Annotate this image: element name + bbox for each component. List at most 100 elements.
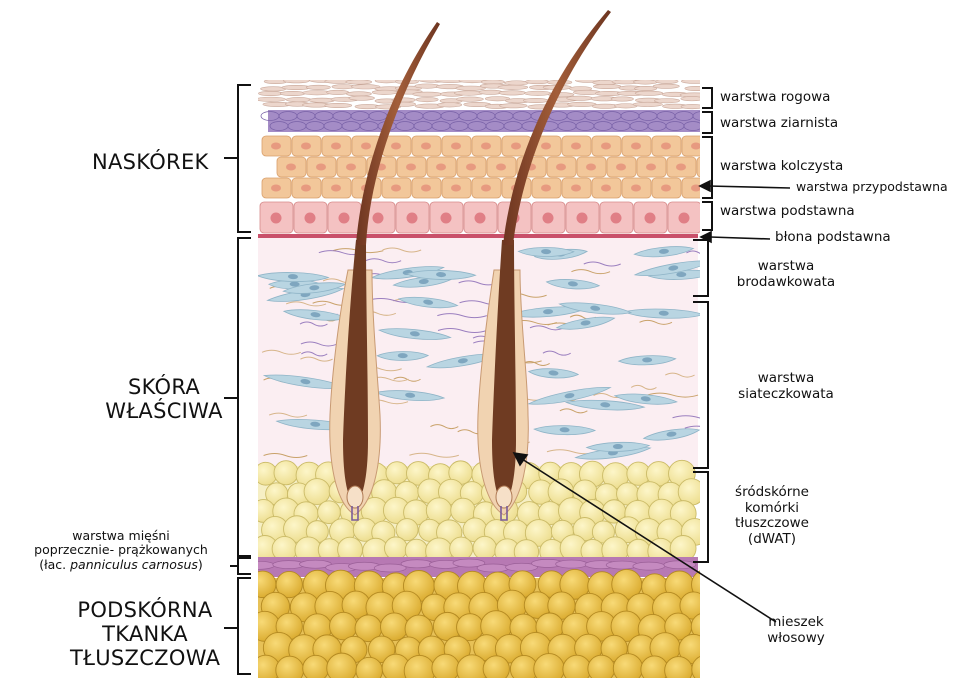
spinous-nucleus [601, 185, 611, 192]
spinous-nucleus [361, 143, 371, 150]
arrow-basement-membrane [710, 237, 770, 239]
label-hypodermis-line3: TŁUSZCZOWA [70, 646, 220, 670]
corneocyte [499, 104, 527, 108]
label-hair-follicle-line1: mieszek [746, 615, 846, 631]
label-epidermis: NASKÓREK [92, 150, 209, 174]
basal-nucleus [679, 213, 690, 224]
spinous-nucleus [301, 143, 311, 150]
stratum-spinosum [262, 136, 726, 198]
spinous-nucleus [541, 185, 551, 192]
corneocyte [653, 84, 679, 88]
subcutaneous-adipocyte [432, 654, 460, 678]
label-hypodermis: PODSKÓRNA TKANKA TŁUSZCZOWA [70, 598, 220, 670]
label-muscle-prefix: (łac. [39, 557, 70, 572]
spinous-nucleus [466, 164, 476, 171]
label-dermis-line1: SKÓRA [104, 375, 224, 399]
corneocyte [437, 103, 462, 107]
label-papillary: warstwa brodawkowata [716, 259, 856, 290]
corneocyte [654, 99, 679, 103]
basal-nucleus [543, 213, 554, 224]
subcutaneous-adipocyte [692, 655, 720, 678]
label-muscle-line1: warstwa mięśni [6, 529, 236, 543]
corneocyte [567, 96, 593, 100]
spinous-nucleus [511, 143, 521, 150]
spinous-nucleus [421, 185, 431, 192]
corneocyte [525, 91, 551, 95]
corneocyte [256, 97, 286, 101]
muscle-fiber [556, 560, 588, 568]
spinous-nucleus [661, 143, 671, 150]
subcutaneous-adipocyte [252, 655, 280, 678]
label-basale: warstwa podstawna [720, 204, 855, 220]
label-granulosum: warstwa ziarnista [720, 116, 838, 132]
label-dwat-line2: komórki [716, 501, 828, 517]
bracket-hypodermis [224, 578, 251, 674]
label-dwat-line3: tłuszczowe [716, 516, 828, 532]
label-muscle-line3: (łac. panniculus carnosus) [6, 558, 236, 572]
bracket-corneum [702, 88, 712, 108]
spinous-nucleus [301, 185, 311, 192]
corneocyte [283, 79, 309, 83]
corneocyte [346, 80, 372, 84]
spinous-nucleus [601, 143, 611, 150]
dermal-adipocyte [473, 536, 496, 559]
corneocyte [633, 102, 662, 106]
muscle-fiber [401, 560, 433, 568]
spinous-nucleus [571, 185, 581, 192]
label-muscle-line2: poprzecznie- prążkowanych [6, 543, 236, 557]
stratum-basale [260, 202, 735, 233]
corneocyte [325, 103, 352, 107]
spinous-nucleus [391, 143, 401, 150]
spinous-nucleus [406, 164, 416, 171]
label-reticular-line1: warstwa [716, 371, 856, 387]
subcutaneous-adipocyte [483, 656, 509, 678]
subcutaneous-adipocyte [588, 655, 615, 678]
spinous-nucleus [271, 143, 281, 150]
bracket-granulosum [702, 112, 712, 133]
spinous-nucleus [646, 164, 656, 171]
label-papillary-line2: brodawkowata [716, 275, 856, 291]
bracket-epidermis [224, 85, 251, 232]
spinous-nucleus [616, 164, 626, 171]
label-hair-follicle-line2: włosowy [746, 631, 846, 647]
corneocyte [611, 97, 633, 101]
corneocyte [633, 80, 657, 84]
spinous-nucleus [691, 143, 701, 150]
corneocyte [375, 79, 398, 83]
subcutaneous-adipocyte [327, 653, 357, 678]
corneocyte [258, 91, 282, 95]
subcutaneous-adipocyte [303, 655, 329, 678]
spinous-nucleus [331, 143, 341, 150]
spinous-nucleus [436, 164, 446, 171]
spinous-nucleus [556, 164, 566, 171]
subcutaneous-adipocyte [613, 654, 642, 678]
label-reticular: warstwa siateczkowata [716, 371, 856, 402]
label-reticular-line2: siateczkowata [716, 387, 856, 403]
muscle-fiber [633, 562, 665, 570]
basal-nucleus [645, 213, 656, 224]
spinous-nucleus [571, 143, 581, 150]
label-muscle: warstwa mięśni poprzecznie- prążkowanych… [6, 529, 236, 572]
corneocyte [415, 84, 440, 88]
corneocyte [349, 96, 375, 100]
corneocyte [286, 97, 311, 101]
corneocyte [656, 79, 678, 83]
label-hypodermis-line2: TKANKA [70, 622, 220, 646]
spinous-nucleus [286, 164, 296, 171]
spinous-nucleus [331, 185, 341, 192]
corneocyte [346, 92, 371, 96]
basal-nucleus [611, 213, 622, 224]
bracket-basale [702, 202, 712, 230]
basal-nucleus [305, 213, 316, 224]
subcutaneous-adipocyte [330, 612, 358, 640]
corneocyte [456, 97, 483, 101]
basement-membrane [258, 234, 698, 238]
corneocyte [526, 79, 549, 83]
basal-nucleus [577, 213, 588, 224]
muscle-fiber [243, 561, 275, 569]
spinous-nucleus [541, 143, 551, 150]
spinous-nucleus [676, 164, 686, 171]
corneocyte [681, 96, 703, 100]
label-dermis-line2: WŁAŚCIWA [104, 399, 224, 423]
spinous-nucleus [316, 164, 326, 171]
